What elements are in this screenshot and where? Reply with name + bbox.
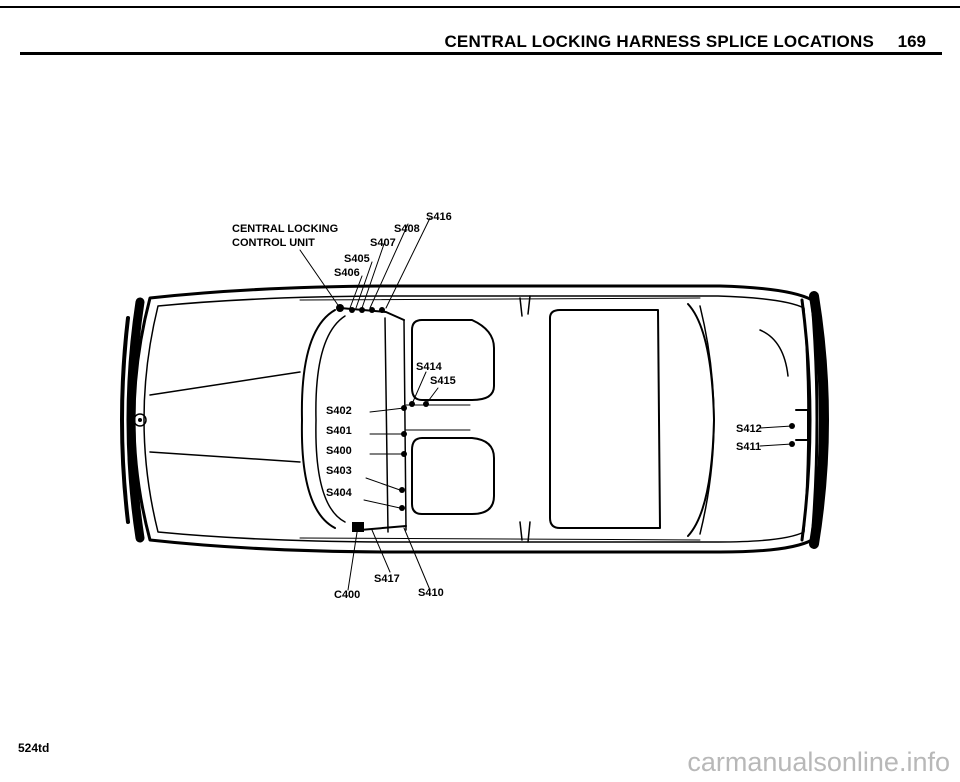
callout-s412: S412 [736,423,762,435]
harness-left [403,319,407,531]
car-body-inner-outline [143,295,809,543]
rear-bumper [809,291,829,549]
page-header: CENTRAL LOCKING HARNESS SPLICE LOCATIONS… [20,30,942,55]
page-number: 169 [897,32,926,51]
harness-front [339,307,405,321]
callout-s410: S410 [418,587,444,599]
header-rule [20,52,942,55]
callout-s408: S408 [394,223,420,235]
door-line-bottom [299,537,701,541]
callout-s406: S406 [334,267,360,279]
page-title: CENTRAL LOCKING HARNESS SPLICE LOCATIONS [444,32,874,51]
watermark: carmanualsonline.info [687,747,950,777]
windshield [300,309,336,529]
callout-s415: S415 [430,375,456,387]
callout-s411: S411 [736,441,761,453]
top-rule [0,6,960,8]
footer-model: 524td [18,741,50,755]
front-bumper [126,297,145,543]
callout-s402: S402 [326,405,352,417]
callout-s405: S405 [344,253,370,265]
hood-emblem-icon [133,413,147,427]
hood-crease-upper [149,371,301,396]
callout-s401: S401 [326,425,352,437]
front-seat-right [411,437,495,515]
rear-window [687,303,715,537]
callout-s404: S404 [326,487,353,499]
callout-s407: S407 [370,237,396,249]
rear-seat [549,309,661,529]
callout-s416: S416 [426,211,452,223]
front-seat-left [411,319,495,401]
callout-s414: S414 [416,361,443,373]
door-line-top [299,297,701,301]
control-unit-label-line2: CONTROL UNIT [232,237,315,249]
dashboard-line [384,317,389,533]
callout-c400: C400 [334,589,360,601]
callout-s417: S417 [374,573,400,585]
hood-crease-lower [149,451,301,463]
trunk-lid [759,329,789,377]
callout-s403: S403 [326,465,352,477]
harness-rear [359,525,407,531]
callout-s400: S400 [326,445,352,457]
control-unit-label-line1: CENTRAL LOCKING [232,223,338,235]
